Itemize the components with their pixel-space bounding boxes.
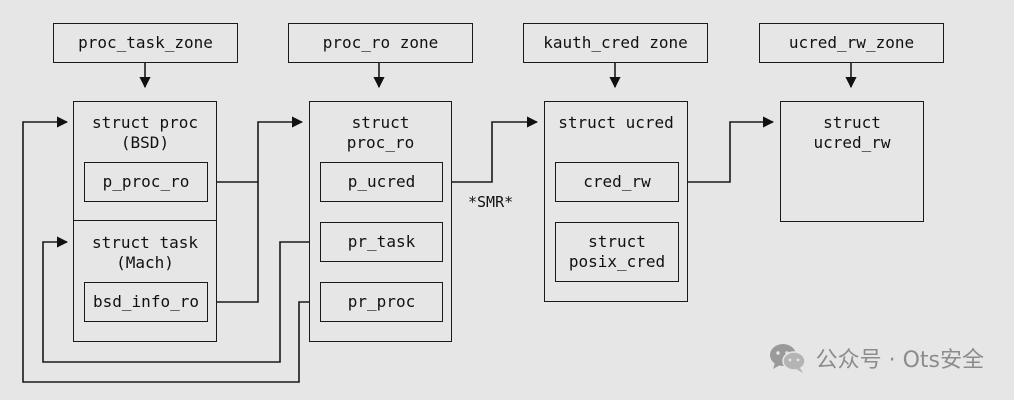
field-pr-task: pr_task [320, 222, 443, 262]
struct-task-subtitle: (Mach) [116, 253, 174, 272]
arrow-p-ucred [441, 116, 539, 183]
struct-proc-box: struct proc (BSD) p_proc_ro [73, 101, 217, 222]
arrow-cred-rw [678, 116, 775, 183]
smr-label: *SMR* [468, 193, 514, 211]
struct-ucred-rw-title: struct ucred_rw [813, 113, 891, 152]
field-posix-cred: struct posix_cred [555, 222, 679, 282]
struct-proc-ro-title: struct proc_ro [346, 113, 415, 152]
struct-ucred-box: struct ucred cred_rw struct posix_cred [544, 101, 688, 302]
zone-kauth-cred: kauth_cred zone [523, 23, 708, 63]
struct-ucred-title: struct ucred [558, 113, 674, 132]
zone-proc-ro: proc_ro zone [288, 23, 473, 63]
watermark-text: 公众号 · Ots安全 [815, 348, 984, 373]
zone-ucred-rw: ucred_rw_zone [759, 23, 944, 63]
field-p-ucred: p_ucred [320, 162, 443, 202]
struct-ucred-rw-box: struct ucred_rw [780, 101, 924, 222]
struct-task-box: struct task (Mach) bsd_info_ro [73, 220, 217, 342]
struct-proc-subtitle: (BSD) [120, 133, 170, 152]
wechat-icon [769, 344, 806, 373]
zone-proc-task: proc_task_zone [53, 23, 238, 63]
arrow-p-proc-ro [207, 116, 304, 183]
field-cred-rw: cred_rw [555, 162, 679, 202]
arrow-bsd-info-ro [207, 182, 259, 303]
arrow-pr-task [42, 236, 319, 363]
struct-task-title: struct task [92, 233, 198, 252]
struct-proc-title: struct proc [92, 113, 198, 132]
field-p-proc-ro: p_proc_ro [84, 162, 208, 202]
struct-proc-ro-box: struct proc_ro p_ucred pr_task pr_proc [309, 101, 452, 342]
arrow-pr-proc [22, 116, 319, 383]
field-bsd-info-ro: bsd_info_ro [84, 282, 208, 322]
watermark: 公众号 · Ots安全 [768, 342, 984, 374]
field-pr-proc: pr_proc [320, 282, 443, 322]
